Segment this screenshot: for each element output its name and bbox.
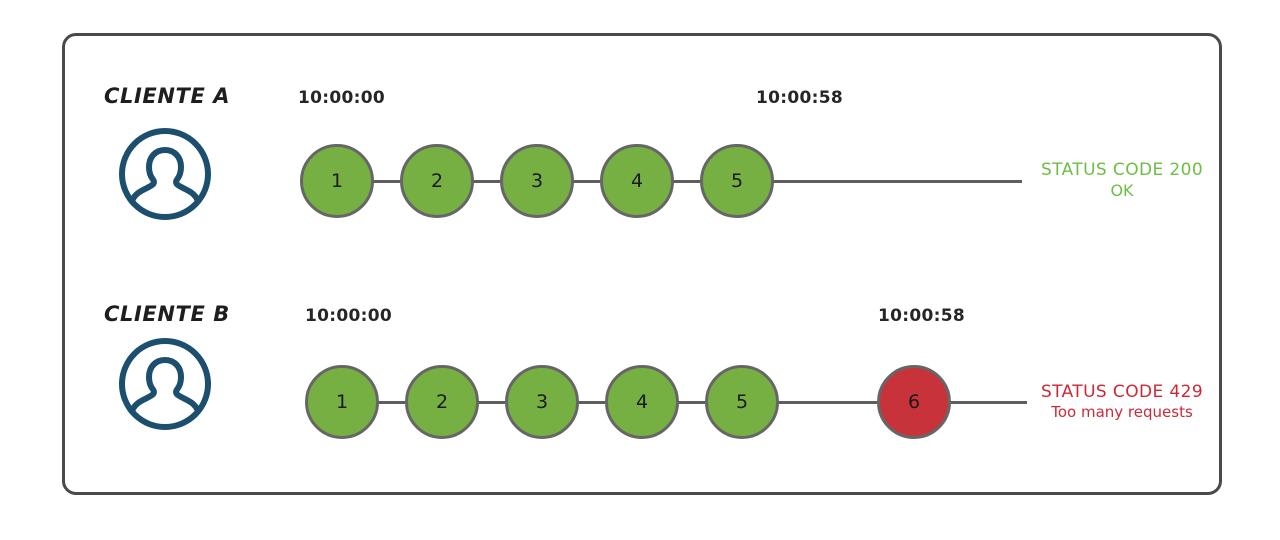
user-avatar-icon-b <box>117 336 213 432</box>
timestamp-start-b: 10:00:00 <box>305 306 392 326</box>
request-chain-b: 1 2 3 4 5 6 <box>0 288 1280 488</box>
connector-a-1 <box>372 180 400 183</box>
request-node-a-1[interactable]: 1 <box>300 144 374 218</box>
status-text-a: OK <box>1110 181 1134 201</box>
status-code-b: STATUS CODE 429 <box>1040 382 1204 402</box>
request-node-a-2[interactable]: 2 <box>400 144 474 218</box>
client-row-cliente-a: CLIENTE A 10:00:00 10:00:58 1 2 <box>0 70 1280 270</box>
request-node-label: 1 <box>330 170 344 192</box>
connector-b-3 <box>577 401 605 404</box>
request-node-label: 2 <box>435 391 449 413</box>
request-node-b-4[interactable]: 4 <box>605 365 679 439</box>
request-node-b-2[interactable]: 2 <box>405 365 479 439</box>
request-node-label: 1 <box>335 391 349 413</box>
user-avatar-icon-a <box>117 126 213 222</box>
connector-a-2 <box>472 180 500 183</box>
connector-b-2 <box>477 401 505 404</box>
connector-a-4 <box>672 180 700 183</box>
client-label-a: CLIENTE A <box>104 84 231 108</box>
timestamp-end-b: 10:00:58 <box>878 306 965 326</box>
request-node-label: 4 <box>635 391 649 413</box>
connector-b-1 <box>377 401 405 404</box>
client-row-cliente-b: CLIENTE B 10:00:00 10:00:58 1 2 <box>0 288 1280 488</box>
status-text-b: Too many requests <box>1051 403 1193 422</box>
status-message-b: STATUS CODE 429 Too many requests <box>1022 382 1222 422</box>
connector-b-4 <box>677 401 705 404</box>
request-node-a-5[interactable]: 5 <box>700 144 774 218</box>
request-node-b-1[interactable]: 1 <box>305 365 379 439</box>
request-chain-a: 1 2 3 4 5 <box>0 70 1280 270</box>
request-node-label: 3 <box>535 391 549 413</box>
request-node-b-5[interactable]: 5 <box>705 365 779 439</box>
request-node-label: 3 <box>530 170 544 192</box>
connector-a-3 <box>572 180 600 183</box>
timestamp-start-a: 10:00:00 <box>298 88 385 108</box>
connector-b-tail <box>949 401 1027 404</box>
request-node-b-3[interactable]: 3 <box>505 365 579 439</box>
request-node-label: 5 <box>735 391 749 413</box>
request-node-a-4[interactable]: 4 <box>600 144 674 218</box>
request-node-label: 6 <box>907 391 921 413</box>
request-node-a-3[interactable]: 3 <box>500 144 574 218</box>
client-label-b: CLIENTE B <box>104 302 230 326</box>
request-node-label: 2 <box>430 170 444 192</box>
status-code-a: STATUS CODE 200 <box>1040 160 1204 180</box>
connector-b-5 <box>777 401 877 404</box>
timestamp-end-a: 10:00:58 <box>756 88 843 108</box>
connector-a-tail <box>772 180 1022 183</box>
request-node-b-6[interactable]: 6 <box>877 365 951 439</box>
status-message-a: STATUS CODE 200 OK <box>1022 160 1222 201</box>
request-node-label: 4 <box>630 170 644 192</box>
request-node-label: 5 <box>730 170 744 192</box>
